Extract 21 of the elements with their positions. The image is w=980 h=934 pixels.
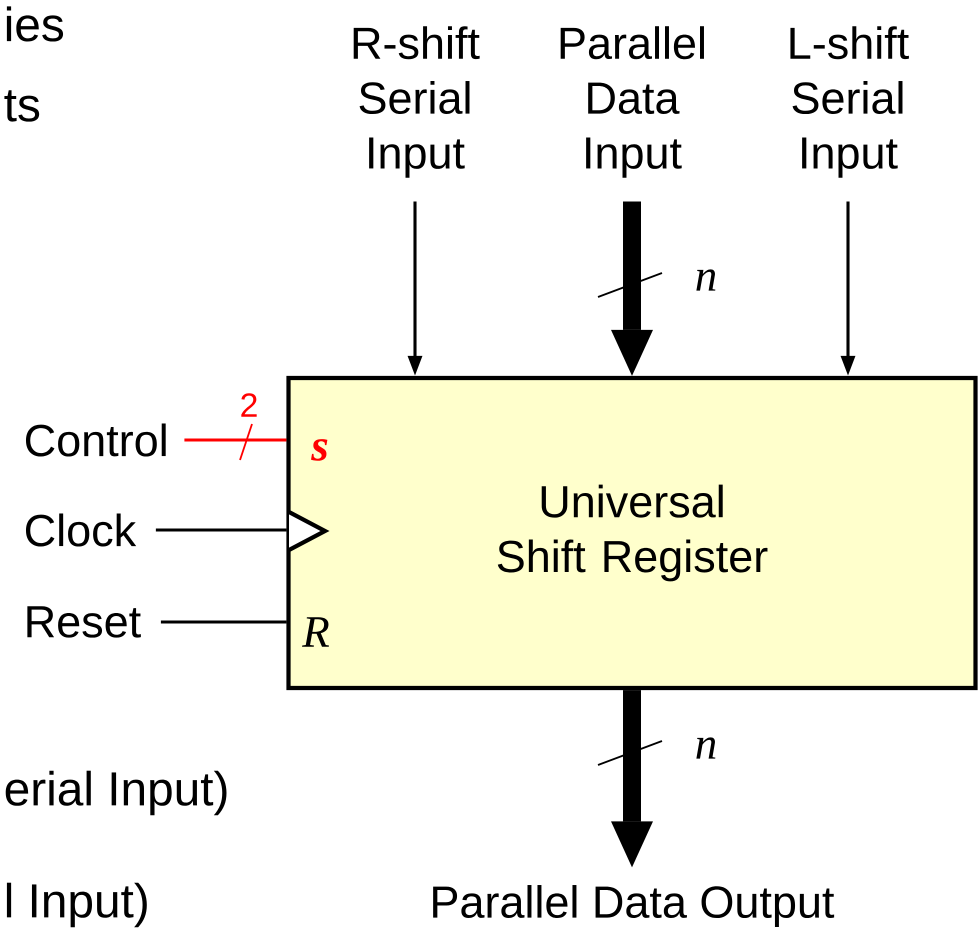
signal-label: Clock (26, 513, 136, 546)
signal-label: L-shift Serial Input (790, 26, 909, 178)
signal-label: Control (26, 423, 166, 456)
text-fragment: ts (4, 90, 40, 122)
connector-line (156, 528, 286, 532)
connector-line (184, 438, 286, 442)
signal-label: R-shift Serial Input (354, 26, 480, 178)
pin-label: s (311, 439, 328, 461)
text-fragment: ies (6, 6, 64, 42)
text-fragment: l Input) (6, 882, 147, 928)
pin-label: R (302, 617, 329, 647)
bus-width-label: 2 (241, 393, 257, 417)
connector-line (160, 620, 286, 624)
signal-label: Reset (27, 606, 141, 638)
signal-label: Parallel Data Output (433, 885, 834, 927)
bus-arrow (611, 690, 653, 868)
bus-width-label: n (696, 737, 716, 759)
text-fragment: erial Input) (6, 770, 226, 816)
bus-width-label: n (696, 269, 716, 291)
bus-arrow (611, 201, 653, 376)
signal-label: Parallel Data Input (560, 26, 704, 178)
